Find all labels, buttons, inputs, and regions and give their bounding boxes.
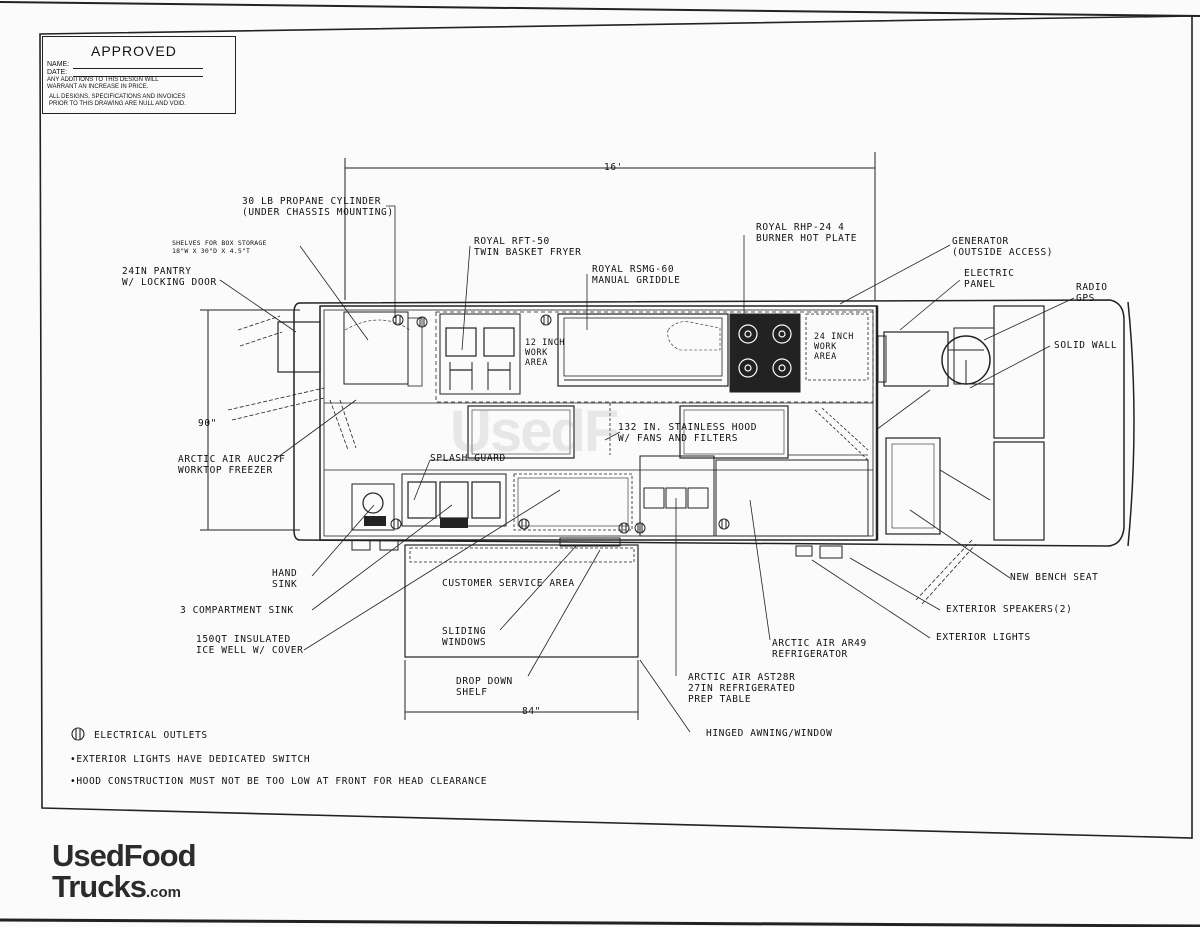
note-exterior-lights: •EXTERIOR LIGHTS HAVE DEDICATED SWITCH [70, 754, 311, 765]
label-customer-service-area: CUSTOMER SERVICE AREA [442, 578, 575, 589]
approval-note-1b: WARRANT AN INCREASE IN PRICE. [47, 84, 149, 90]
label-bench-seat: NEW BENCH SEAT [1010, 572, 1099, 583]
label-exterior-speakers: EXTERIOR SPEAKERS(2) [946, 604, 1073, 615]
dimension-length: 16' [604, 162, 623, 173]
legend-electrical-outlets: ELECTRICAL OUTLETS [94, 730, 208, 741]
label-splash-guard: SPLASH GUARD [430, 453, 506, 464]
approved-title: APPROVED [91, 43, 177, 59]
watermark: UsedF [450, 399, 619, 464]
label-solid-wall: SOLID WALL [1054, 340, 1118, 351]
label-generator: GENERATOR(OUTSIDE ACCESS) [952, 236, 1054, 258]
approval-note-1a: ANY ADDITIONS TO THIS DESIGN WILL [47, 77, 159, 83]
dimension-width: 90" [198, 418, 217, 429]
label-3-compartment-sink: 3 COMPARTMENT SINK [180, 605, 294, 616]
label-exterior-lights: EXTERIOR LIGHTS [936, 632, 1031, 643]
note-hood-clearance: •HOOD CONSTRUCTION MUST NOT BE TOO LOW A… [70, 776, 488, 787]
approval-box: APPROVED NAME: DATE: ANY ADDITIONS TO TH… [42, 36, 236, 114]
label-hinged-awning: HINGED AWNING/WINDOW [706, 728, 833, 739]
label-propane: 30 LB PROPANE CYLINDER(UNDER CHASSIS MOU… [242, 196, 394, 218]
approval-name-label: NAME: [47, 61, 70, 68]
approval-date-label: DATE: [47, 69, 68, 76]
approval-note-2b: PRIOR TO THIS DRAWING ARE NULL AND VOID. [49, 101, 186, 107]
usedfoodtrucks-logo: UsedFood Trucks.com [52, 838, 197, 904]
approval-note-2a: ALL DESIGNS, SPECIFICATIONS AND INVOICES [49, 94, 186, 100]
dimension-service: 84" [522, 706, 541, 717]
